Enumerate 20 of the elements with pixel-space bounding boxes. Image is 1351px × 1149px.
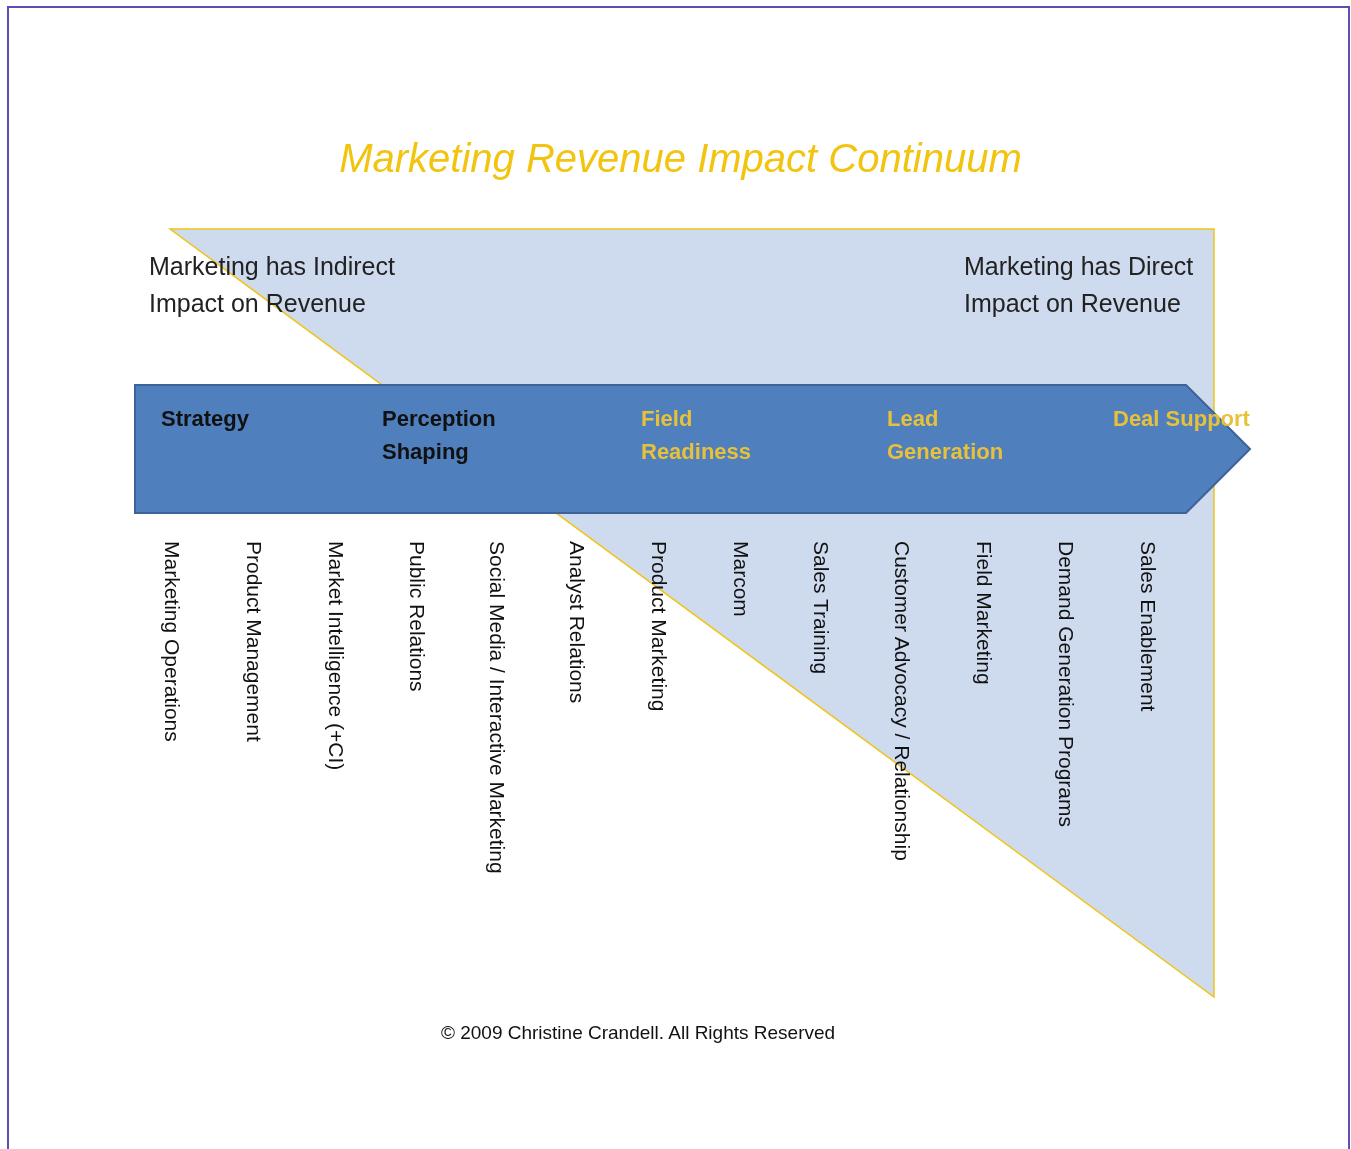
copyright-note: © 2009 Christine Crandell. All Rights Reserved [439,1022,837,1044]
function-label: Sales Enablement [1138,541,1159,712]
function-label: Social Media / Interactive Marketing [487,541,508,874]
function-label: Marketing Operations [162,541,183,742]
function-label: Demand Generation Programs [1056,541,1077,827]
function-label: Marcom [731,541,752,617]
function-label: Product Marketing [649,541,670,712]
function-label: Analyst Relations [567,541,588,704]
impact-note: Marketing has Direct Impact on Revenue [964,251,1195,319]
stage-label: Lead Generation [887,405,1005,466]
stage-label: Perception Shaping [382,405,497,466]
function-label: Field Marketing [974,541,995,685]
function-label: Market Intelligence (+CI) [326,541,347,771]
function-label: Sales Training [811,541,832,675]
stage-label: Field Readiness [641,405,753,466]
function-label: Customer Advocacy / Relationship [892,541,913,861]
function-label: Product Management [244,541,265,742]
title: Marketing Revenue Impact Continuum [338,136,1023,181]
function-label: Public Relations [407,541,428,692]
stage-label: Strategy [161,405,251,433]
